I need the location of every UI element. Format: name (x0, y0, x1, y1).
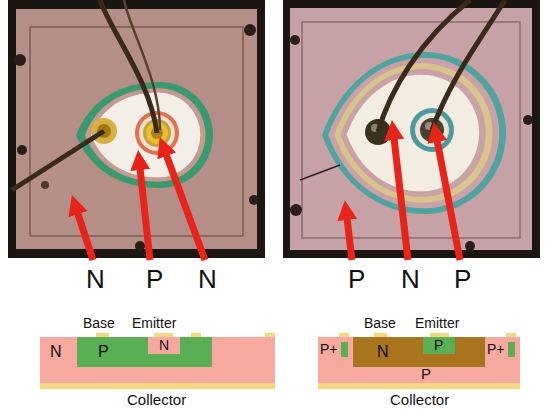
terminal-label: Collector (127, 392, 186, 409)
terminal-label: Collector (390, 392, 449, 409)
region-letter: N (159, 338, 169, 353)
doped-region: PN (77, 337, 212, 367)
npn-die-photo (8, 0, 265, 258)
region-label: P (348, 265, 365, 294)
region-label: P (454, 265, 471, 294)
terminal-label: Base (364, 316, 396, 331)
terminal-label: Base (83, 316, 115, 331)
doped-region: NPN (40, 337, 275, 383)
doping-label: P+ (320, 342, 338, 357)
region-letter: N (377, 343, 389, 361)
doped-region: N (148, 337, 180, 354)
region-label: N (86, 265, 105, 294)
terminal-label: Emitter (132, 316, 176, 331)
region-letter: P (98, 343, 109, 361)
region-label: N (198, 265, 217, 294)
region-letter: P (434, 338, 443, 353)
doping-label: P+ (487, 342, 505, 357)
pointer-arrows (77, 138, 460, 260)
region-label: N (401, 265, 420, 294)
doped-region: NP (353, 337, 485, 367)
npn-cross-section (40, 333, 275, 389)
region-letter: N (50, 343, 62, 361)
terminal-label: Emitter (415, 316, 459, 331)
doped-region: P (423, 337, 455, 354)
pnp-cross-section (318, 333, 520, 389)
region-label: P (146, 265, 163, 294)
region-letter: P (421, 366, 431, 383)
pnp-die-photo (283, 0, 540, 258)
